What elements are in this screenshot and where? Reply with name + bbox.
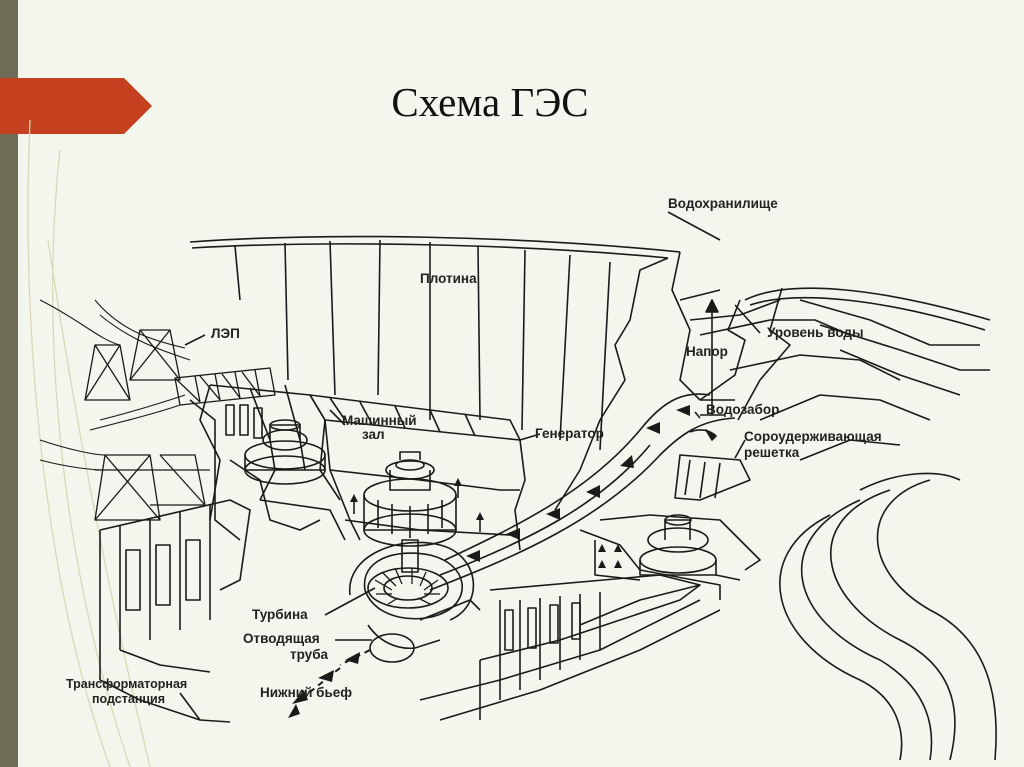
dam-face (235, 246, 240, 300)
turbine-runner (368, 568, 448, 608)
dam-crest (190, 237, 680, 252)
label-draft-tube-1: Отводящая (243, 631, 320, 646)
power-lines (95, 300, 185, 348)
foundation (480, 575, 700, 660)
label-head: Напор (686, 344, 728, 359)
label-power-line: ЛЭП (211, 326, 240, 341)
label-trash-rack-2: решетка (744, 445, 800, 460)
reservoir-surface (745, 288, 990, 320)
label-generator: Генератор (535, 426, 604, 441)
label-tailwater: Нижний бьеф (260, 685, 353, 700)
draft-tube (368, 625, 440, 648)
label-turbine: Турбина (252, 607, 308, 622)
left-strip (0, 0, 18, 767)
transmission-tower (85, 345, 130, 400)
label-machine-hall-1: Машинный (342, 413, 417, 428)
label-trash-rack-1: Сороудерживающая (744, 429, 882, 444)
label-substation-2: подстанция (92, 692, 166, 706)
generator-unit-right (648, 528, 708, 552)
label-dam: Плотина (420, 271, 477, 286)
label-substation-1: Трансформаторная (66, 677, 188, 691)
substation (100, 500, 250, 590)
title-arrow-banner (0, 78, 152, 134)
river (831, 490, 955, 760)
trash-rack (675, 455, 750, 500)
label-water-level: Уровень воды (767, 325, 864, 340)
label-draft-tube-2: труба (290, 647, 329, 662)
label-reservoir: Водохранилище (668, 196, 778, 211)
slide-title: Схема ГЭС (391, 79, 589, 125)
label-machine-hall-2: зал (362, 427, 385, 442)
label-intake: Водозабор (706, 402, 780, 417)
penstock (445, 394, 710, 560)
powerhouse (210, 385, 360, 540)
